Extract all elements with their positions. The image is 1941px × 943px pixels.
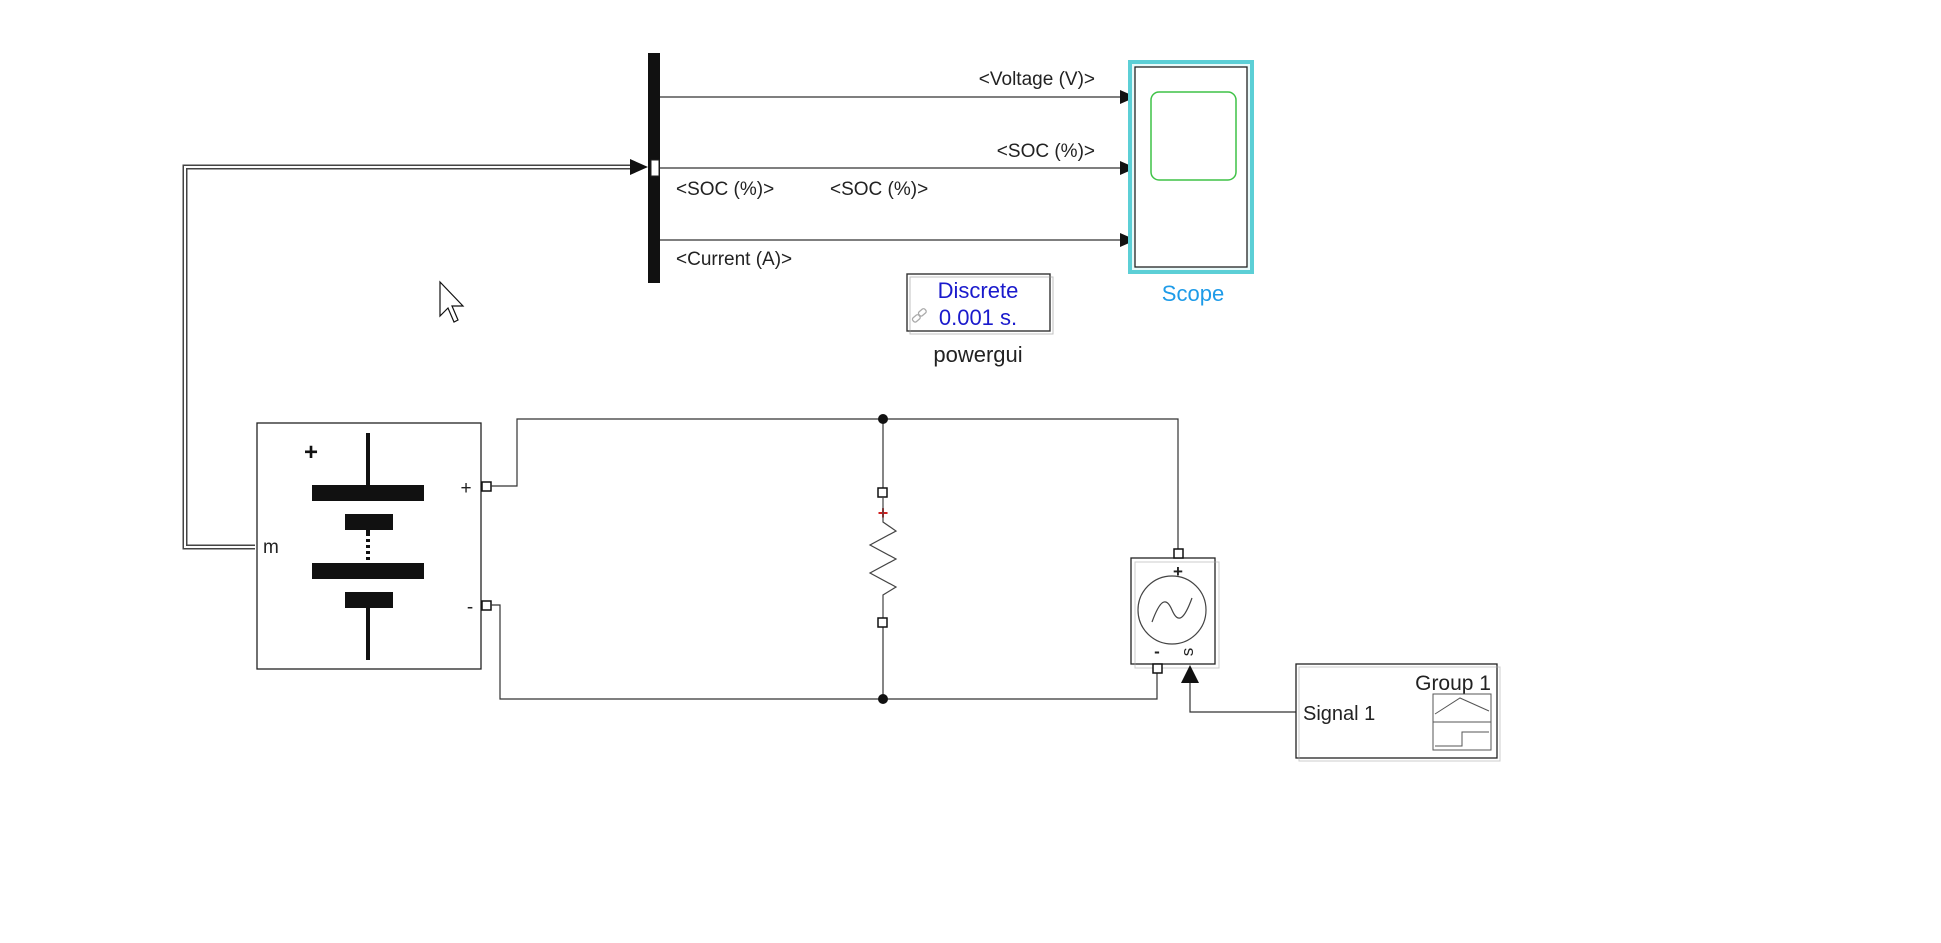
signal-builder-block[interactable]: Group 1 Signal 1: [1295, 663, 1501, 762]
powergui-mode-text: Discrete: [938, 278, 1019, 303]
control-signal-line[interactable]: [1189, 682, 1296, 713]
battery-port-plus-label: +: [460, 478, 471, 499]
battery-block[interactable]: + m + -: [256, 422, 492, 670]
voltage-signal-label: <Voltage (V)>: [979, 69, 1095, 90]
soc-signal-label: <SOC (%)>: [997, 141, 1095, 162]
sine-source-icon: [1137, 575, 1207, 645]
source-plus-port[interactable]: [1173, 548, 1184, 559]
battery-icon: [312, 433, 424, 660]
resistor-bottom-port[interactable]: [877, 617, 888, 628]
bottom-junction-node: [878, 694, 888, 704]
resistor-block[interactable]: +: [868, 487, 898, 628]
signal-builder-group-label: Group 1: [1415, 672, 1491, 695]
link-icon: [911, 308, 927, 323]
soc-input-label-left: <SOC (%)>: [676, 179, 774, 200]
source-plus-label: +: [1173, 562, 1183, 581]
bus-selector-input-port[interactable]: [650, 159, 660, 177]
top-junction-node: [878, 414, 888, 424]
powergui-sample-time-text: 0.001 s.: [939, 305, 1017, 330]
scope-body: [1134, 66, 1248, 268]
battery-minus-port[interactable]: [481, 600, 492, 611]
scope-block[interactable]: [1128, 60, 1254, 274]
resistor-zigzag-icon: [868, 497, 898, 618]
scope-name-label: Scope: [1162, 281, 1224, 306]
signal-waveform-icon: [1432, 693, 1492, 751]
positive-wire[interactable]: [491, 418, 1179, 553]
mouse-pointer-icon: [439, 280, 465, 323]
battery-plus-symbol: +: [304, 439, 318, 466]
battery-port-m-label: m: [263, 537, 279, 558]
negative-wire[interactable]: [491, 604, 1158, 700]
scope-screen-icon: [1150, 91, 1237, 181]
source-s-label: s: [1178, 648, 1197, 657]
battery-port-minus-label: -: [467, 597, 473, 618]
source-minus-port[interactable]: [1152, 663, 1163, 674]
signal-builder-signal-label: Signal 1: [1303, 703, 1375, 725]
powergui-name-label: powergui: [933, 342, 1022, 367]
soc-input-label-mid: <SOC (%)>: [830, 179, 928, 200]
resistor-top-port[interactable]: [877, 487, 888, 498]
current-signal-label: <Current (A)>: [676, 249, 792, 270]
controlled-voltage-source-block[interactable]: + - s: [1130, 548, 1220, 674]
control-signal-arrow: [1181, 665, 1199, 683]
source-minus-label: -: [1154, 642, 1160, 661]
measurement-bus-line[interactable]: [182, 159, 648, 550]
bus-selector-block[interactable]: [648, 53, 660, 283]
battery-plus-port[interactable]: [481, 481, 492, 492]
powergui-block[interactable]: Discrete 0.001 s.: [906, 273, 1054, 335]
